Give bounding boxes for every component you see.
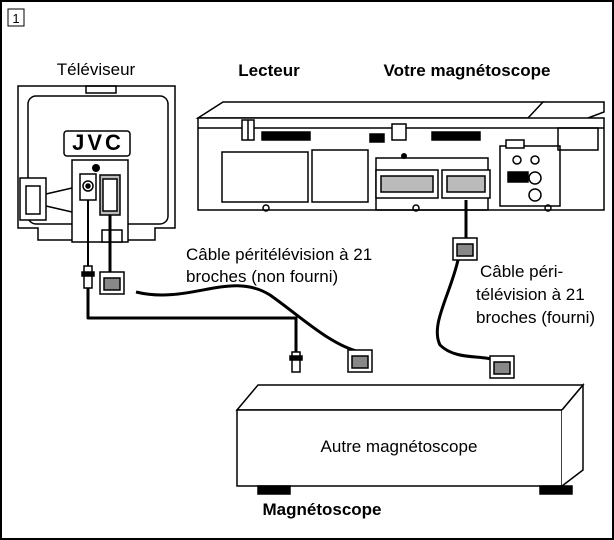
your-vcr-label: Votre magnétoscope (384, 61, 551, 80)
cable-left-line2: broches (non fourni) (186, 267, 338, 286)
connectors (81, 237, 515, 379)
player-rear (195, 101, 605, 212)
cable-right-line2: télévision à 21 (476, 285, 585, 304)
cable-left-line1: Câble péritélévision à 21 (186, 245, 372, 264)
other-vcr (235, 382, 585, 495)
step-number-box (7, 8, 25, 27)
cable-right-line1: Câble péri- (480, 262, 563, 281)
tv-brand-logo: JVC (72, 130, 124, 155)
tv-label: Téléviseur (57, 60, 136, 79)
tv-rear (17, 85, 176, 243)
vcr-label: Magnétoscope (262, 500, 381, 519)
step-number: 1 (12, 11, 19, 26)
other-vcr-label: Autre magnétoscope (321, 437, 478, 456)
cables (86, 200, 496, 362)
cable-right-line3: broches (fourni) (476, 308, 595, 327)
player-label: Lecteur (238, 61, 300, 80)
